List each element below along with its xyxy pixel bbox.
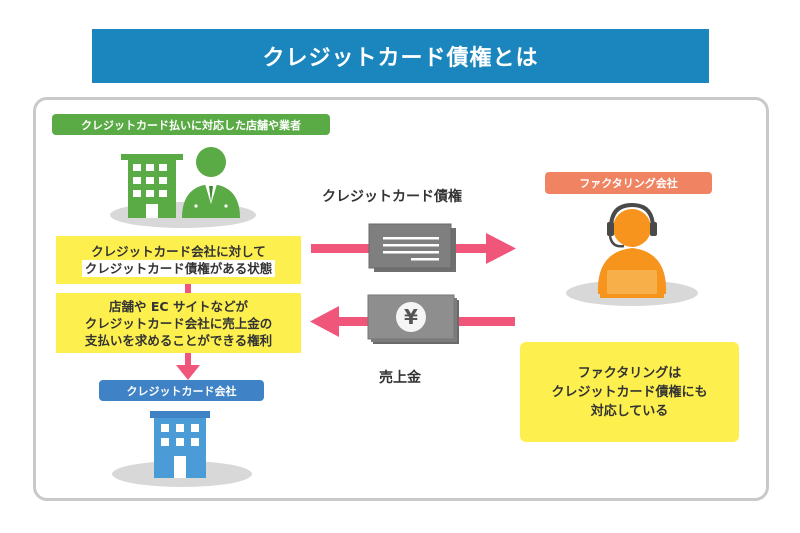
sales-label: 売上金 (379, 370, 421, 386)
factoring-line3: 対応している (590, 403, 669, 419)
sales-arrow-head (310, 306, 339, 337)
receivable-label: クレジットカード債権 (322, 189, 462, 205)
merchant-tag: クレジットカード払いに対応した店舗や業者 (52, 114, 330, 135)
page-title: クレジットカード債権とは (92, 29, 709, 83)
rights-line1: 店舗や EC サイトなどが (109, 298, 248, 314)
receivable-document-icon (368, 223, 456, 272)
down-arrow (176, 365, 200, 380)
factoring-line2: クレジットカード債権にも (551, 384, 708, 400)
yen-symbol: ¥ (404, 305, 418, 329)
receivable-arrow-head (486, 233, 516, 264)
merchant-state-box: クレジットカード会社に対して クレジットカード債権がある状態 (56, 236, 301, 284)
merchant-state-line2: クレジットカード債権がある状態 (81, 260, 276, 277)
yen-bill-icon (367, 294, 459, 344)
merchant-person-icon (182, 147, 240, 218)
factoring-line1: ファクタリングは (577, 365, 682, 381)
rights-line3: 支払いを求めることができる権利 (84, 332, 273, 348)
rights-line2: クレジットカード会社に売上金の (84, 315, 273, 331)
factoring-box: ファクタリングは クレジットカード債権にも 対応している (520, 342, 739, 442)
card-company-building-icon (150, 411, 210, 478)
merchant-state-line1: クレジットカード会社に対して (91, 244, 266, 259)
card-company-tag: クレジットカード会社 (99, 380, 264, 401)
merchant-building-icon (121, 154, 183, 218)
rights-box: 店舗や EC サイトなどが クレジットカード会社に売上金の 支払いを求めることが… (56, 293, 301, 353)
factoring-operator-icon (597, 202, 667, 298)
factoring-tag: ファクタリング会社 (545, 172, 712, 194)
